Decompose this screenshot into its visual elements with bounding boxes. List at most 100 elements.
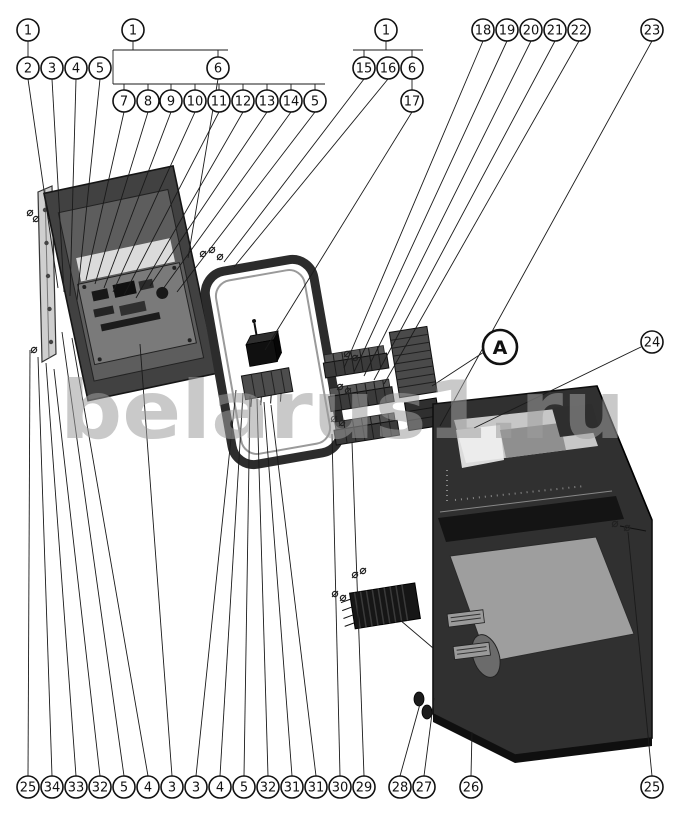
- callout-6: 6: [206, 56, 230, 80]
- callout-label: 27: [416, 781, 433, 796]
- callout-28: 28: [388, 775, 412, 799]
- callout-label: 4: [144, 781, 152, 796]
- leader-line: [233, 78, 389, 268]
- callout-32: 32: [88, 775, 112, 799]
- callout-16: 16: [376, 56, 400, 80]
- leader-line: [61, 331, 125, 777]
- fasteners-layer: [26, 209, 631, 602]
- callout-6: 6: [400, 56, 424, 80]
- screw-fastener: [343, 350, 351, 358]
- screw-fastener: [611, 520, 619, 528]
- leader-line: [439, 40, 653, 427]
- screw-fastener: [351, 571, 359, 579]
- callout-25: 25: [640, 775, 664, 799]
- callout-4: 4: [136, 775, 160, 799]
- leader-line: [135, 111, 244, 299]
- leader-line: [69, 78, 77, 297]
- callout-label: 1: [24, 24, 32, 39]
- callout-8: 8: [136, 89, 160, 113]
- detail-marker-circle: [481, 328, 519, 366]
- relay-block: [240, 319, 294, 407]
- leader-line: [627, 531, 653, 777]
- callout-1: 1: [374, 18, 398, 42]
- callout-31: 31: [280, 775, 304, 799]
- callout-5: 5: [88, 56, 112, 80]
- screw-fastener: [216, 253, 224, 261]
- screw-fastener: [351, 354, 359, 362]
- leader-line: [473, 346, 642, 429]
- leader-line: [27, 78, 59, 289]
- screw-fastener: [330, 415, 338, 423]
- callout-11: 11: [207, 89, 231, 113]
- detail-marker-label: A: [493, 337, 508, 359]
- callout-5: 5: [112, 775, 136, 799]
- callout-10: 10: [183, 89, 207, 113]
- callout-label: 3: [168, 781, 176, 796]
- callout-label: 12: [235, 95, 252, 110]
- leader-line: [112, 111, 196, 293]
- leader-line: [53, 368, 101, 777]
- callout-1: 1: [121, 18, 145, 42]
- callout-30: 30: [328, 775, 352, 799]
- callout-label: 5: [311, 95, 319, 110]
- leader-line: [123, 111, 220, 296]
- callout-label: 25: [644, 781, 661, 796]
- leader-line: [263, 401, 293, 777]
- callout-label: 18: [475, 24, 492, 39]
- callout-2: 2: [16, 56, 40, 80]
- callout-label: 13: [259, 95, 276, 110]
- detail-marker-A: A: [481, 328, 519, 366]
- callout-label: 32: [92, 781, 109, 796]
- leader-line: [331, 433, 341, 777]
- callout-3: 3: [184, 775, 208, 799]
- leader-line: [94, 111, 149, 285]
- leader-line: [223, 78, 365, 263]
- screw-fastener: [30, 346, 38, 354]
- leader-line: [27, 349, 31, 777]
- leader-line: [37, 356, 53, 777]
- heatsink-module: [340, 582, 421, 630]
- terminal-strips: [322, 325, 442, 446]
- screw-fastener: [336, 383, 344, 391]
- callout-17: 17: [400, 89, 424, 113]
- leader-line: [162, 111, 292, 290]
- callout-21: 21: [543, 18, 567, 42]
- callout-label: 3: [48, 62, 56, 77]
- callout-4: 4: [64, 56, 88, 80]
- callout-label: 15: [356, 62, 373, 77]
- screw-fastener: [199, 250, 207, 258]
- leader-line: [256, 398, 269, 777]
- callout-label: 11: [211, 95, 228, 110]
- callout-label: 9: [167, 95, 175, 110]
- leader-line: [399, 703, 421, 777]
- callout-13: 13: [255, 89, 279, 113]
- screw-fastener: [623, 524, 631, 532]
- screw-fastener: [32, 215, 40, 223]
- leader-line: [343, 40, 484, 369]
- callout-label: 22: [571, 24, 588, 39]
- callout-label: 10: [187, 95, 204, 110]
- callout-label: 30: [332, 781, 349, 796]
- callout-label: 21: [547, 24, 564, 39]
- callout-3: 3: [40, 56, 64, 80]
- callout-9: 9: [159, 89, 183, 113]
- gasket-frame: [200, 254, 346, 470]
- leader-line: [363, 40, 532, 377]
- callout-label: 29: [356, 781, 373, 796]
- leader-line: [45, 362, 77, 777]
- callout-label: 19: [499, 24, 516, 39]
- leader-line: [470, 731, 473, 777]
- leader-line: [103, 111, 172, 289]
- callout-14: 14: [279, 89, 303, 113]
- callout-label: 5: [96, 62, 104, 77]
- leader-line: [219, 392, 244, 777]
- callout-31: 31: [304, 775, 328, 799]
- watermark-text: belarus1.ru: [60, 364, 625, 457]
- callout-label: 14: [283, 95, 300, 110]
- leader-line: [353, 40, 508, 373]
- screw-fastener: [344, 387, 352, 395]
- callout-12: 12: [231, 89, 255, 113]
- screw-fastener: [359, 567, 367, 575]
- leader-line: [243, 395, 251, 777]
